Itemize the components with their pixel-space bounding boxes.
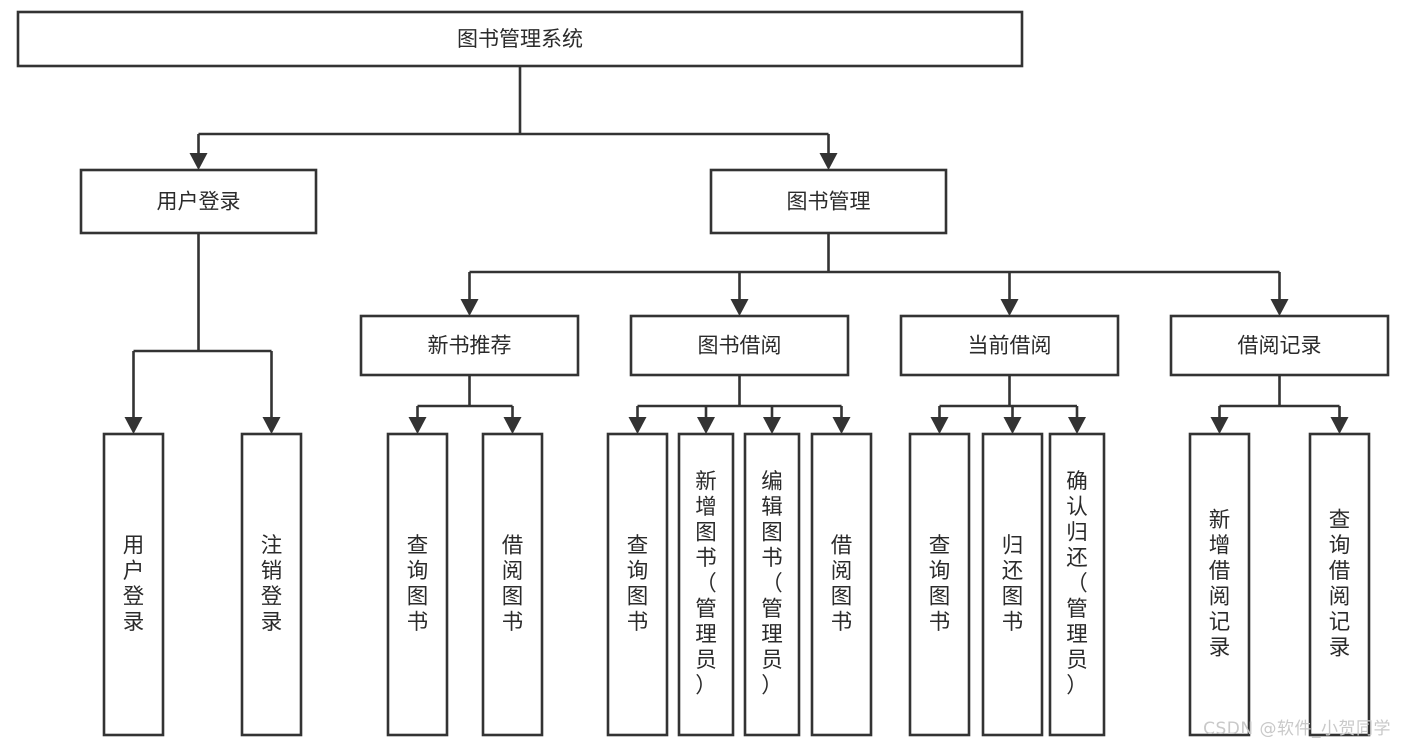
node-leaf-query-book-3[interactable]: 查询图书 xyxy=(908,432,971,737)
node-label: 查询图书 xyxy=(407,533,429,635)
arrow-head-icon xyxy=(1068,417,1086,434)
node-label: 归还图书 xyxy=(1002,533,1024,635)
arrow-head-icon xyxy=(189,153,208,170)
arrow-head-icon xyxy=(628,417,647,434)
node-box xyxy=(79,168,318,235)
node-box xyxy=(481,432,544,737)
arrow-head-icon xyxy=(819,153,838,170)
node-book-manage[interactable]: 图书管理 xyxy=(709,168,948,235)
node-label: 查询图书 xyxy=(627,533,649,635)
node-leaf-user-login[interactable]: 用户登录 xyxy=(102,432,165,737)
arrow-head-icon xyxy=(460,299,479,316)
node-box xyxy=(102,432,165,737)
node-box xyxy=(908,432,971,737)
node-box xyxy=(899,314,1120,377)
node-leaf-query-record[interactable]: 查询借阅记录 xyxy=(1308,432,1371,737)
arrow-head-icon xyxy=(262,417,281,434)
node-book-borrow[interactable]: 图书借阅 xyxy=(629,314,850,377)
node-leaf-add-book[interactable]: 新增图书（管理员） xyxy=(677,432,735,737)
arrow-head-icon xyxy=(503,417,522,434)
node-box xyxy=(240,432,303,737)
node-label: 注销登录 xyxy=(261,533,283,635)
node-box xyxy=(981,432,1044,737)
node-box xyxy=(16,10,1024,68)
node-label: 新增借阅记录 xyxy=(1209,508,1231,661)
arrow-head-icon xyxy=(832,417,851,434)
node-box xyxy=(1048,432,1106,737)
node-new-book-recommend[interactable]: 新书推荐 xyxy=(359,314,580,377)
node-label: 借阅图书 xyxy=(502,533,524,635)
node-leaf-borrow-book-1[interactable]: 借阅图书 xyxy=(481,432,544,737)
node-root-title[interactable]: 图书管理系统 xyxy=(16,10,1024,68)
node-label: 当前借阅 xyxy=(968,334,1052,358)
node-leaf-confirm-return[interactable]: 确认归还（管理员） xyxy=(1048,432,1106,737)
node-label: 用户登录 xyxy=(157,190,241,214)
arrow-head-icon xyxy=(1000,299,1019,316)
node-label: 查询借阅记录 xyxy=(1329,508,1351,661)
node-box xyxy=(1308,432,1371,737)
arrow-head-icon xyxy=(124,417,143,434)
connector-layer xyxy=(124,66,1349,434)
node-box xyxy=(606,432,669,737)
node-label: 用户登录 xyxy=(123,533,145,635)
node-user-login[interactable]: 用户登录 xyxy=(79,168,318,235)
node-box xyxy=(359,314,580,377)
node-label: 新增图书（管理员） xyxy=(695,470,717,699)
node-box xyxy=(1169,314,1390,377)
node-leaf-logout[interactable]: 注销登录 xyxy=(240,432,303,737)
node-leaf-edit-book[interactable]: 编辑图书（管理员） xyxy=(743,432,801,737)
node-label: 查询图书 xyxy=(929,533,951,635)
node-layer: 图书管理系统用户登录图书管理新书推荐图书借阅当前借阅借阅记录用户登录注销登录查询… xyxy=(16,10,1390,737)
node-leaf-borrow-book-2[interactable]: 借阅图书 xyxy=(810,432,873,737)
arrow-head-icon xyxy=(697,417,715,434)
node-leaf-return-book[interactable]: 归还图书 xyxy=(981,432,1044,737)
node-box xyxy=(1188,432,1251,737)
node-label: 编辑图书（管理员） xyxy=(761,470,783,699)
node-current-borrow[interactable]: 当前借阅 xyxy=(899,314,1120,377)
arrow-head-icon xyxy=(930,417,949,434)
node-label: 图书管理 xyxy=(787,190,871,214)
node-leaf-query-book-1[interactable]: 查询图书 xyxy=(386,432,449,737)
node-box xyxy=(629,314,850,377)
node-leaf-add-record[interactable]: 新增借阅记录 xyxy=(1188,432,1251,737)
arrow-head-icon xyxy=(1330,417,1349,434)
arrow-head-icon xyxy=(1003,417,1022,434)
node-box xyxy=(810,432,873,737)
node-label: 图书管理系统 xyxy=(457,27,583,51)
arrow-head-icon xyxy=(408,417,427,434)
node-box xyxy=(386,432,449,737)
node-box xyxy=(743,432,801,737)
node-label: 图书借阅 xyxy=(698,334,782,358)
arrow-head-icon xyxy=(1210,417,1229,434)
node-box xyxy=(677,432,735,737)
node-label: 确认归还（管理员） xyxy=(1066,470,1088,699)
node-leaf-query-book-2[interactable]: 查询图书 xyxy=(606,432,669,737)
node-box xyxy=(709,168,948,235)
node-label: 借阅记录 xyxy=(1238,334,1322,358)
arrow-head-icon xyxy=(730,299,749,316)
arrow-head-icon xyxy=(1270,299,1289,316)
node-label: 借阅图书 xyxy=(831,533,853,635)
node-borrow-record[interactable]: 借阅记录 xyxy=(1169,314,1390,377)
node-label: 新书推荐 xyxy=(428,334,512,358)
arrow-head-icon xyxy=(763,417,781,434)
